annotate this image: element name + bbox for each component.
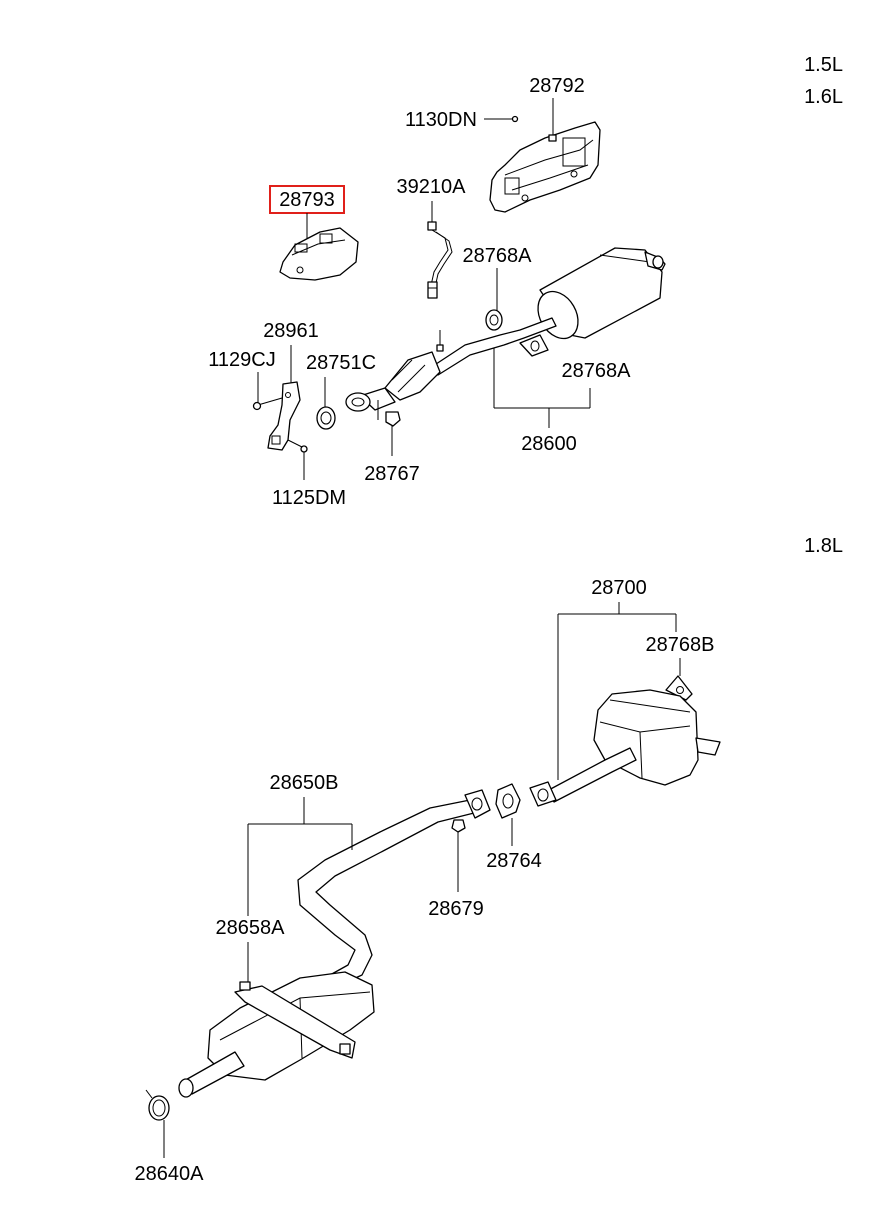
engine-label-1-8l: 1.8L (804, 535, 843, 557)
nut-28679-drawing[interactable] (451, 819, 466, 833)
bracket-28961-drawing[interactable] (267, 381, 301, 451)
gasket-28764-drawing[interactable] (495, 783, 521, 819)
heat-shield-28792-drawing[interactable] (489, 121, 601, 213)
part-label-28600[interactable]: 28600 (521, 433, 577, 455)
part-label-1129cj[interactable]: 1129CJ (208, 349, 275, 371)
part-label-39210a[interactable]: 39210A (397, 176, 467, 198)
part-label-1130dn[interactable]: 1130DN (405, 109, 477, 131)
part-label-28700[interactable]: 28700 (591, 577, 647, 599)
part-label-28658a[interactable]: 28658A (216, 917, 286, 939)
part-label-28792[interactable]: 28792 (529, 75, 585, 97)
bolt-1129cj-drawing[interactable] (252, 401, 262, 411)
part-label-28961[interactable]: 28961 (263, 320, 319, 342)
part-label-28679[interactable]: 28679 (428, 898, 484, 920)
engine-label-1-5l: 1.5L (804, 54, 843, 76)
part-label-1125dm[interactable]: 1125DM (272, 487, 346, 509)
oxygen-sensor-39210a-drawing[interactable] (427, 201, 453, 299)
part-label-28650b[interactable]: 28650B (270, 772, 339, 794)
part-label-28640a[interactable]: 28640A (135, 1163, 205, 1185)
gasket-28751c-drawing[interactable] (316, 406, 336, 430)
bolt-1125dm-drawing[interactable] (300, 445, 308, 453)
part-label-28764[interactable]: 28764 (486, 850, 542, 872)
part-label-28793[interactable]: 28793 (279, 189, 335, 211)
part-label-28767[interactable]: 28767 (364, 463, 420, 485)
center-pipe-28650b-drawing[interactable] (297, 789, 491, 986)
part-label-28768a-top[interactable]: 28768A (463, 245, 533, 267)
screw-1130dn-drawing[interactable] (511, 115, 519, 123)
engine-label-1-6l: 1.6L (804, 86, 843, 108)
hanger-rubber-28768a-top-drawing[interactable] (485, 309, 503, 331)
part-label-28768b[interactable]: 28768B (646, 634, 715, 656)
heat-shield-28793-drawing[interactable] (279, 227, 359, 281)
upper-muffler-drawing[interactable] (530, 247, 666, 346)
center-muffler-drawing[interactable] (178, 971, 375, 1098)
front-pipe-28600-drawing[interactable] (345, 317, 557, 412)
rear-muffler-28700-drawing[interactable] (529, 689, 721, 807)
bolt-1129cj-shaft (257, 397, 283, 406)
part-label-28768a-right[interactable]: 28768A (562, 360, 632, 382)
nut-28767-drawing[interactable] (385, 411, 401, 427)
part-label-28751c[interactable]: 28751C (306, 352, 376, 374)
clamp-28640a-drawing[interactable] (145, 1089, 170, 1121)
